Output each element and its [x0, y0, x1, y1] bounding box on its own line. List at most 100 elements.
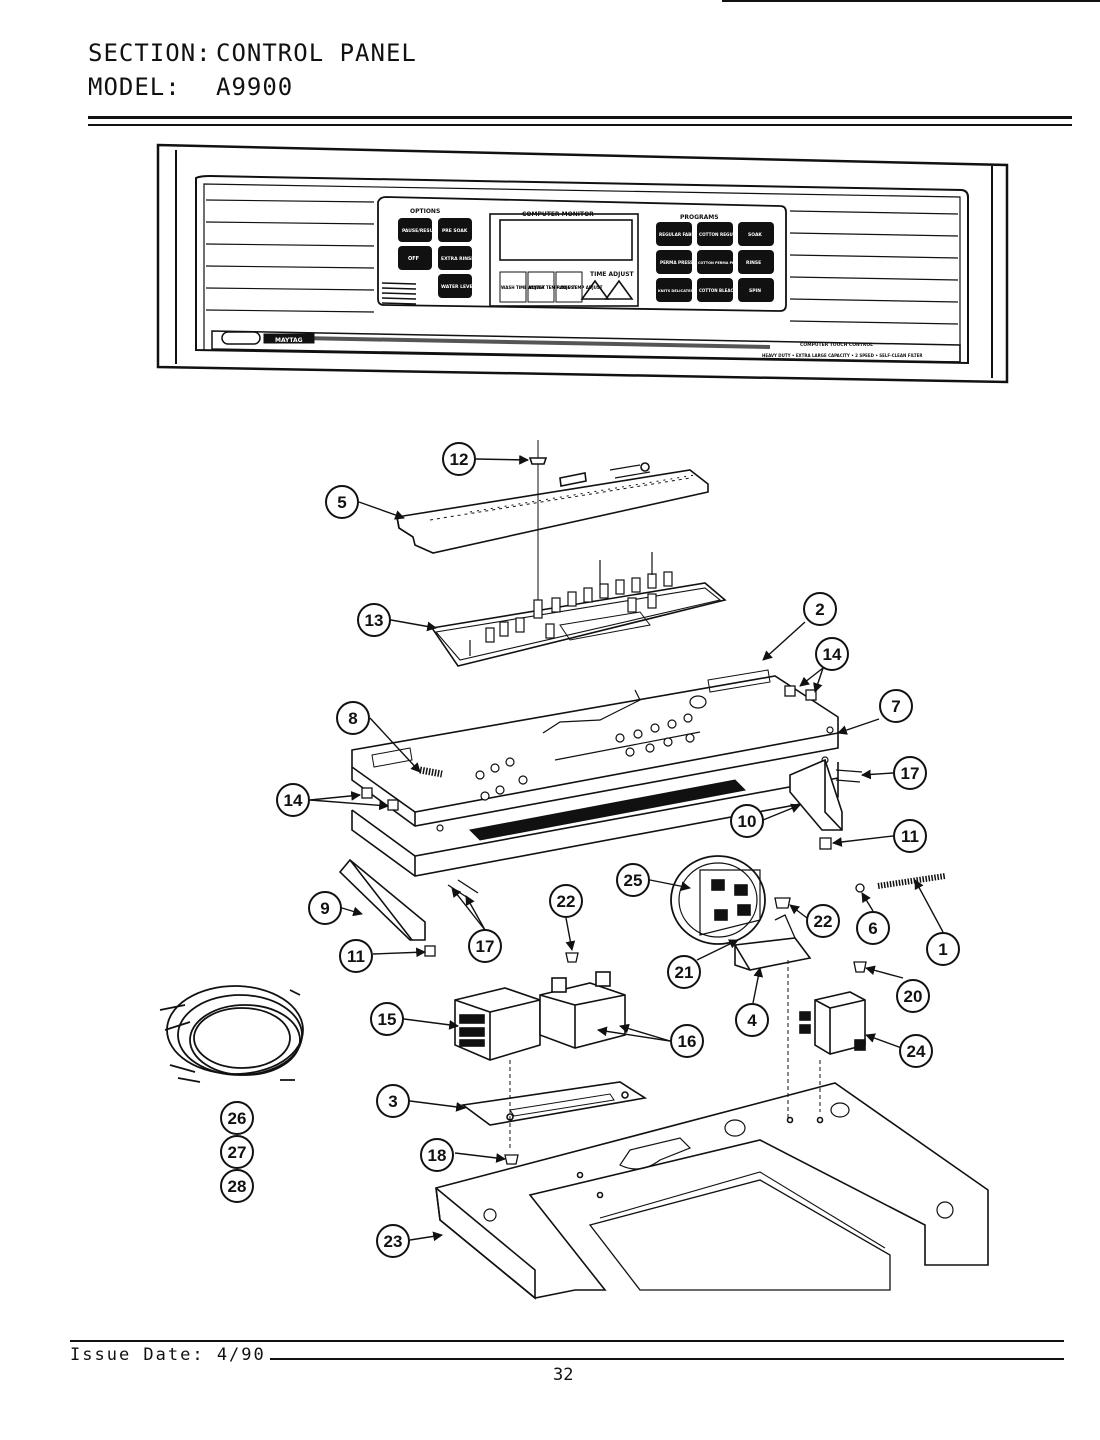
callout-26[interactable]: 26	[220, 1101, 254, 1135]
program-button-cotton-regular[interactable]: COTTON REGULAR	[697, 222, 743, 246]
svg-text:28: 28	[228, 1177, 247, 1196]
option-button-extra-rinse[interactable]: EXTRA RINSE	[438, 246, 474, 270]
part-motor-switch	[799, 991, 866, 1055]
option-button-water-level[interactable]: WATER LEVEL	[438, 274, 476, 298]
panel-labels: OPTIONS COMPUTER MONITOR PROGRAMS TIME A…	[275, 208, 922, 358]
callout-23[interactable]: 23	[376, 1224, 410, 1258]
section-line: SECTION:CONTROL PANEL	[88, 36, 417, 70]
callout-11-left[interactable]: 11	[339, 939, 373, 973]
svg-text:11: 11	[347, 947, 365, 966]
svg-text:SPIN: SPIN	[749, 288, 761, 294]
callout-14-left[interactable]: 14	[276, 783, 310, 817]
svg-text:17: 17	[901, 764, 920, 783]
part-console-base	[435, 960, 989, 1300]
svg-text:OFF: OFF	[408, 256, 419, 262]
program-button-rinse[interactable]: RINSE	[738, 250, 774, 274]
page-header: SECTION:CONTROL PANEL MODEL:A9900	[88, 36, 417, 104]
control-panel-front-view	[156, 143, 1009, 384]
rinse-temp-adjust-button[interactable]: RINSE TEMP ADJUST	[555, 271, 603, 303]
panel-slats-left	[205, 199, 375, 313]
section-value: CONTROL PANEL	[216, 39, 417, 67]
callout-17-left[interactable]: 17	[468, 929, 502, 963]
switch-base-posts	[469, 552, 673, 656]
svg-text:3: 3	[388, 1092, 397, 1111]
callout-22-center[interactable]: 22	[549, 884, 583, 918]
callout-10[interactable]: 10	[730, 804, 764, 838]
svg-text:PAUSE/RESUME: PAUSE/RESUME	[402, 228, 441, 234]
svg-text:PRE SOAK: PRE SOAK	[442, 228, 468, 234]
svg-text:17: 17	[476, 937, 495, 956]
callout-3[interactable]: 3	[376, 1084, 410, 1118]
svg-text:12: 12	[450, 450, 469, 469]
program-button-cotton-perma-press[interactable]: COTTON PERMA PRESS	[697, 250, 742, 274]
callout-8[interactable]: 8	[336, 701, 370, 735]
callout-2[interactable]: 2	[803, 592, 837, 626]
issue-date: Issue Date: 4/90	[70, 1345, 266, 1365]
svg-text:COTTON PERMA PRESS: COTTON PERMA PRESS	[698, 261, 742, 265]
callout-6[interactable]: 6	[856, 911, 890, 945]
part-switch-base	[430, 552, 727, 667]
wash-time-adjust-button[interactable]: WASH TIME ADJUST	[499, 271, 545, 303]
brand-label: MAYTAG	[275, 337, 303, 344]
part-circuit-board	[396, 440, 709, 610]
model-value: A9900	[216, 73, 294, 101]
callout-14-right[interactable]: 14	[815, 637, 849, 671]
options-buttons: PAUSE/RESUME PRE SOAK EXTRA RINSE OFF WA…	[398, 218, 476, 298]
monitor-title: COMPUTER MONITOR	[522, 211, 594, 218]
callout-17-right[interactable]: 17	[893, 756, 927, 790]
callout-4[interactable]: 4	[735, 1003, 769, 1037]
program-button-perma-press[interactable]: PERMA PRESS	[656, 250, 693, 274]
tagline-1: COMPUTER TOUCH CONTROL	[800, 342, 873, 348]
part-panel-bracket	[351, 669, 839, 877]
svg-text:EXTRA RINSE: EXTRA RINSE	[441, 256, 474, 262]
program-button-cotton-bleach[interactable]: COTTON BLEACH	[697, 278, 737, 302]
program-button-soak[interactable]: SOAK	[738, 222, 774, 246]
footer-rule-top	[70, 1340, 1064, 1342]
water-temp-adjust-button[interactable]: WATER TEMP ADJUST	[527, 271, 577, 303]
callout-7[interactable]: 7	[879, 689, 913, 723]
callout-21[interactable]: 21	[667, 955, 701, 989]
callout-20[interactable]: 20	[896, 979, 930, 1013]
part-wire-harness	[159, 985, 304, 1083]
program-button-spin[interactable]: SPIN	[738, 278, 774, 302]
program-button-regular-fabrics[interactable]: REGULAR FABRICS	[656, 222, 702, 246]
callout-16[interactable]: 16	[670, 1024, 704, 1058]
part-relay-plate	[460, 1060, 648, 1150]
program-button-knits-delicates[interactable]: KNITS DELICATES	[656, 278, 694, 302]
option-button-pre-soak[interactable]: PRE SOAK	[438, 218, 472, 242]
panel-slats-right	[789, 210, 959, 325]
callout-27[interactable]: 27	[220, 1135, 254, 1169]
callout-18[interactable]: 18	[420, 1138, 454, 1172]
callout-1[interactable]: 1	[926, 932, 960, 966]
model-line: MODEL:A9900	[88, 70, 417, 104]
tagline-2: HEAVY DUTY • EXTRA LARGE CAPACITY • 2 SP…	[762, 353, 922, 358]
svg-text:WATER LEVEL: WATER LEVEL	[441, 284, 476, 290]
svg-text:WATER TEMP ADJUST: WATER TEMP ADJUST	[529, 285, 577, 290]
svg-text:1: 1	[938, 940, 947, 959]
options-title: OPTIONS	[410, 208, 440, 215]
callout-24[interactable]: 24	[899, 1034, 933, 1068]
part-relays	[454, 971, 626, 1061]
svg-text:KNITS DELICATES: KNITS DELICATES	[658, 289, 694, 293]
option-button-off[interactable]: OFF	[398, 246, 432, 270]
callout-11-right[interactable]: 11	[893, 819, 927, 853]
option-button-pause-resume[interactable]: PAUSE/RESUME	[398, 218, 441, 242]
svg-text:COTTON BLEACH: COTTON BLEACH	[699, 288, 737, 293]
callout-22-right[interactable]: 22	[806, 904, 840, 938]
callout-15[interactable]: 15	[370, 1002, 404, 1036]
callout-12[interactable]: 12	[442, 442, 476, 476]
callout-13[interactable]: 13	[357, 603, 391, 637]
svg-text:20: 20	[904, 987, 923, 1006]
callout-25[interactable]: 25	[616, 863, 650, 897]
callout-28[interactable]: 28	[220, 1169, 254, 1203]
hardware-pieces	[361, 685, 946, 1165]
callout-9[interactable]: 9	[308, 891, 342, 925]
svg-text:8: 8	[348, 709, 357, 728]
svg-text:21: 21	[675, 963, 694, 982]
part-spring	[419, 766, 443, 778]
svg-text:22: 22	[814, 912, 833, 931]
monitor-adjust-buttons: WASH TIME ADJUST WATER TEMP ADJUST RINSE…	[499, 271, 603, 303]
svg-text:PERMA PRESS: PERMA PRESS	[660, 260, 693, 265]
callout-5[interactable]: 5	[325, 485, 359, 519]
svg-text:27: 27	[228, 1143, 247, 1162]
